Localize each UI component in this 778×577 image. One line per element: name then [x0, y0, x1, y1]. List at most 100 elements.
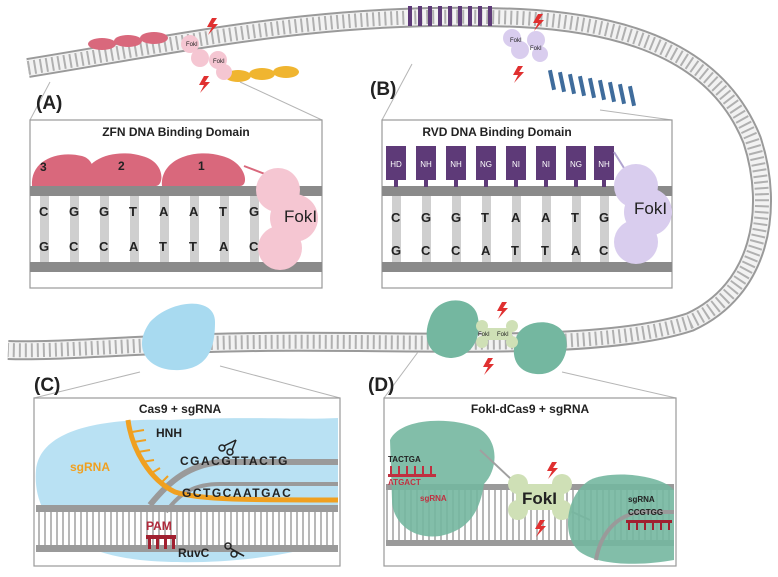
right-seq: CCGTGG [628, 508, 663, 517]
base: T [189, 239, 197, 254]
foki-small-label: FokI [497, 332, 509, 338]
left-top-seq: TACTGA [388, 455, 421, 464]
lightning-icon [207, 18, 218, 35]
base: C [421, 243, 431, 258]
base: T [541, 243, 549, 258]
panel-label-d: (D) [368, 375, 394, 396]
base: A [541, 210, 551, 225]
zoom-lines [29, 63, 677, 399]
foki-small-label: FokI [186, 42, 198, 48]
base: T [571, 210, 579, 225]
base: C [39, 204, 49, 219]
base: C [451, 243, 461, 258]
foki-small-label: FokI [510, 38, 522, 44]
panel-b: RVD DNA Binding Domain HD NH NH NG NI [381, 119, 673, 289]
foki-small-label: FokI [530, 46, 542, 52]
zfn-finger-number: 3 [40, 160, 47, 174]
base: A [219, 239, 229, 254]
tale-overview: FokI FokI [408, 6, 637, 107]
rvd-label: NH [420, 160, 432, 169]
base: A [189, 204, 199, 219]
left-bottom-seq: ATGACT [388, 478, 421, 487]
base: T [511, 243, 519, 258]
base: G [421, 210, 431, 225]
base: C [99, 239, 109, 254]
lightning-icon [497, 302, 508, 319]
target-strand-seq: CGACGTTACTG [180, 454, 289, 468]
base: A [159, 204, 169, 219]
foki-dimer: FokI [479, 449, 591, 521]
zfn-fingers: 3 2 1 [31, 153, 271, 186]
lightning-icon [533, 14, 544, 31]
base: T [481, 210, 489, 225]
panel-a-title: ZFN DNA Binding Domain [102, 125, 250, 139]
foki-domain: FokI [614, 164, 672, 264]
rvd-label: NI [542, 160, 550, 169]
base: C [69, 239, 79, 254]
pam-label: PAM [146, 519, 172, 533]
rvd-label: HD [390, 160, 402, 169]
sgrna-seq: GCTGCAATGAC [182, 486, 292, 500]
lightning-icon [535, 520, 546, 537]
bottom-strand-bases: G C C A T T A C [391, 243, 609, 258]
lightning-icon [513, 66, 524, 83]
panel-d-title: FokI-dCas9 + sgRNA [471, 402, 590, 416]
panel-label-c: (C) [34, 375, 60, 396]
scissors-icon [218, 439, 237, 456]
base: T [219, 204, 227, 219]
hnh-label: HNH [156, 426, 182, 440]
pam-site [146, 535, 176, 549]
panel-d: FokI-dCas9 + sgRNA TACTGA ATGACT sgRNA F… [383, 397, 677, 567]
dcas9-left [390, 420, 495, 537]
dna-backbone [7, 6, 772, 361]
panel-b-title: RVD DNA Binding Domain [422, 125, 571, 139]
rvd-label: NG [480, 160, 492, 169]
top-strand-bases: C G G T A A T G [39, 204, 259, 219]
base: G [391, 243, 401, 258]
rvd-labels: HD NH NH NG NI NI NG NH [390, 160, 610, 169]
foki-label: FokI [284, 207, 317, 226]
rvd-label: NH [450, 160, 462, 169]
base: A [481, 243, 491, 258]
base: G [451, 210, 461, 225]
rvd-label: NI [512, 160, 520, 169]
base: C [599, 243, 609, 258]
base: G [599, 210, 609, 225]
base: C [249, 239, 259, 254]
rvd-repeats [386, 146, 625, 187]
base: T [129, 204, 137, 219]
cas9-overview [141, 303, 215, 371]
panel-label-b: (B) [370, 79, 396, 100]
rvd-label: NH [598, 160, 610, 169]
foki-small-label: FokI [213, 59, 225, 65]
foki-domain: FokI [256, 168, 318, 270]
base: A [511, 210, 521, 225]
zfn-finger-number: 2 [118, 159, 125, 173]
zfn-finger-number: 1 [198, 159, 205, 173]
top-strand-bases: C G G T A A T G [391, 210, 609, 225]
scissors-icon [224, 542, 245, 558]
base: C [391, 210, 401, 225]
base: G [249, 204, 259, 219]
lightning-icon [483, 358, 494, 375]
lightning-icon [547, 462, 558, 479]
base: G [39, 239, 49, 254]
panel-c-title: Cas9 + sgRNA [139, 402, 222, 416]
left-sgrna-label: sgRNA [420, 494, 447, 503]
ruvc-label: RuvC [178, 546, 210, 560]
bottom-strand-bases: G C C A T T A C [39, 239, 259, 254]
base: A [571, 243, 581, 258]
panel-c: Cas9 + sgRNA CGACGTTACTG GCTGCAATGAC HNH… [33, 397, 341, 567]
panel-a: ZFN DNA Binding Domain 3 2 1 FokI C G [29, 119, 323, 289]
base: G [99, 204, 109, 219]
foki-label: FokI [522, 489, 557, 508]
base: A [129, 239, 139, 254]
right-sgrna-label: sgRNA [628, 495, 655, 504]
foki-label: FokI [634, 199, 667, 218]
base: T [159, 239, 167, 254]
foki-small-label: FokI [478, 332, 490, 338]
lightning-icon [199, 76, 210, 93]
base: G [69, 204, 79, 219]
dcas9-overview: FokI FokI [426, 300, 567, 375]
